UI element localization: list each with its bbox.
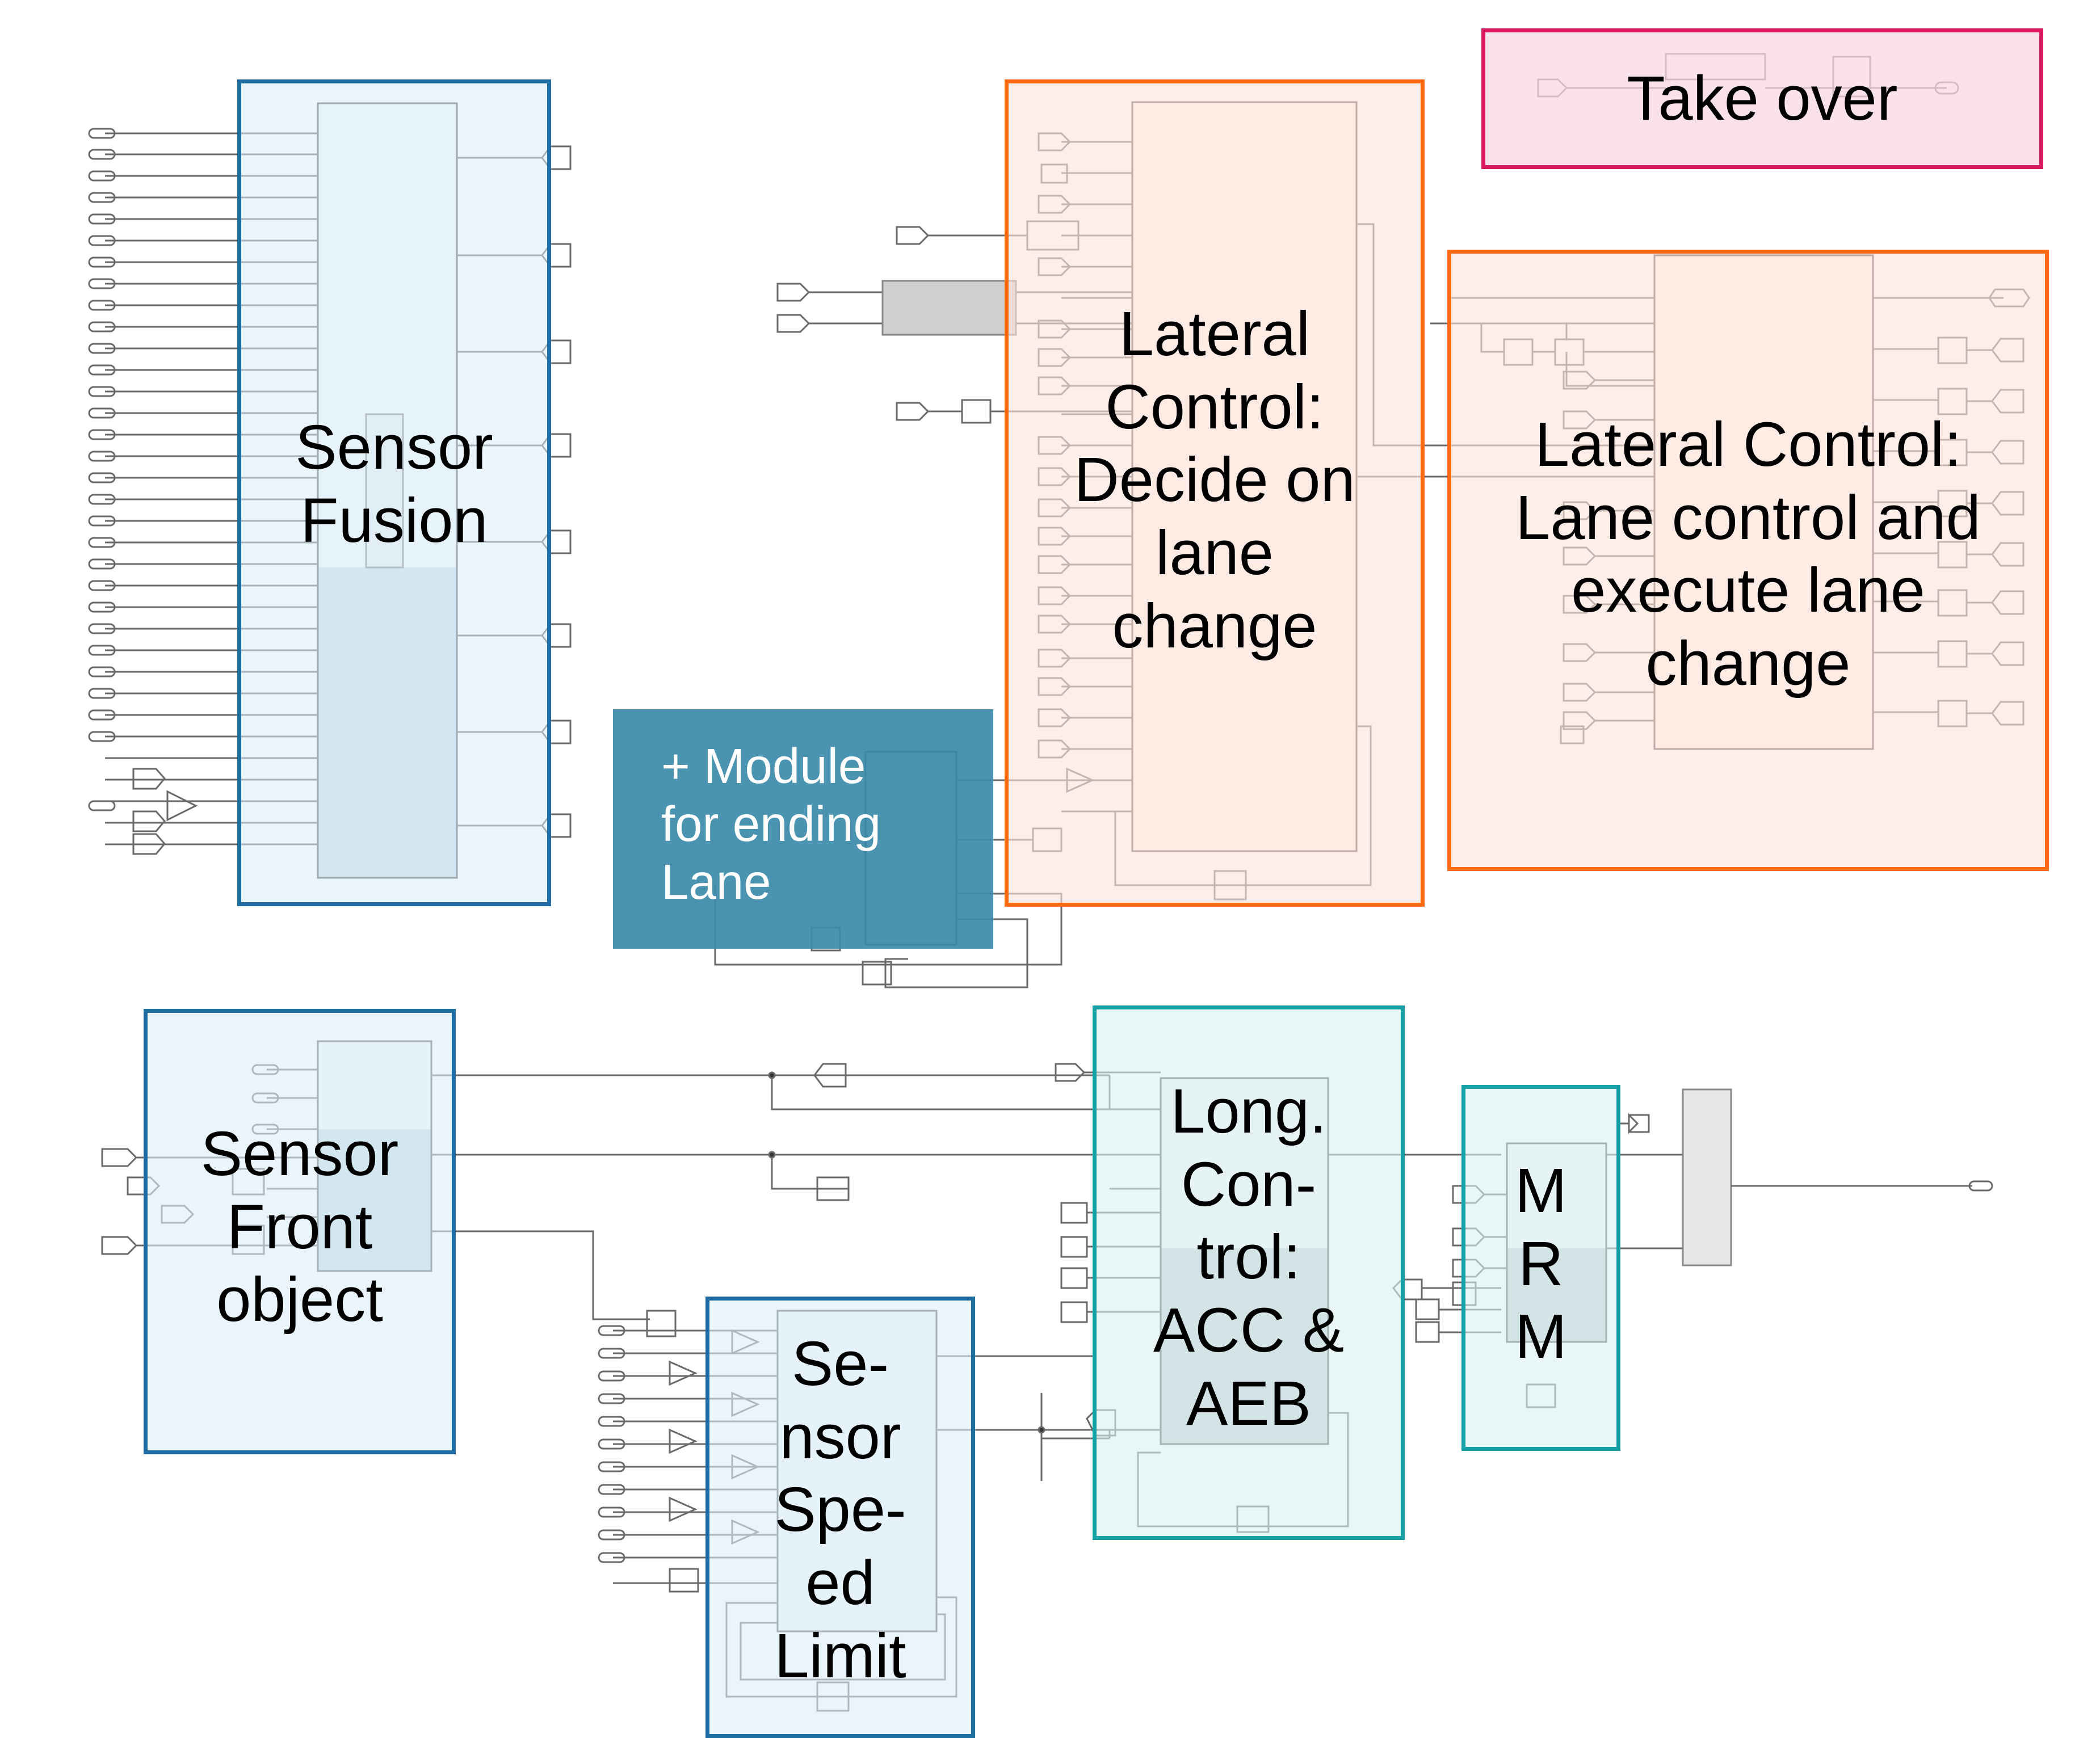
speed-limit-label: Se- nsor Spe- ed Limit [774, 1329, 906, 1691]
lateral-execute-region [1447, 250, 2049, 871]
lateral-execute-label: Lateral Control: Lane control and execut… [1515, 410, 1981, 699]
lateral-decide-label: Lateral Control: Decide on lane change [1074, 299, 1355, 661]
ending-lane-module-label: + Module for ending Lane [661, 739, 881, 910]
long-control-region [1093, 1005, 1405, 1540]
mrm-region [1461, 1085, 1620, 1451]
speed-limit-region [705, 1297, 975, 1738]
sensor-fusion-inports [88, 128, 198, 855]
sensor-fusion-input-wires [105, 132, 318, 845]
ending-lane-module-region [613, 709, 993, 949]
take-over-region [1481, 28, 2043, 169]
long-control-label: Long. Con- trol: ACC & AEB [1153, 1076, 1345, 1438]
mrm-label: M R M [1515, 1156, 1567, 1372]
sensor-fusion-label: Sensor Fusion [295, 413, 493, 556]
take-over-label: Take over [1627, 64, 1898, 133]
sensor-front-region [144, 1009, 456, 1454]
lateral-decide-region [1005, 79, 1425, 907]
sensor-fusion-region [237, 79, 551, 906]
sensor-front-label: Sensor Front object [200, 1119, 399, 1335]
